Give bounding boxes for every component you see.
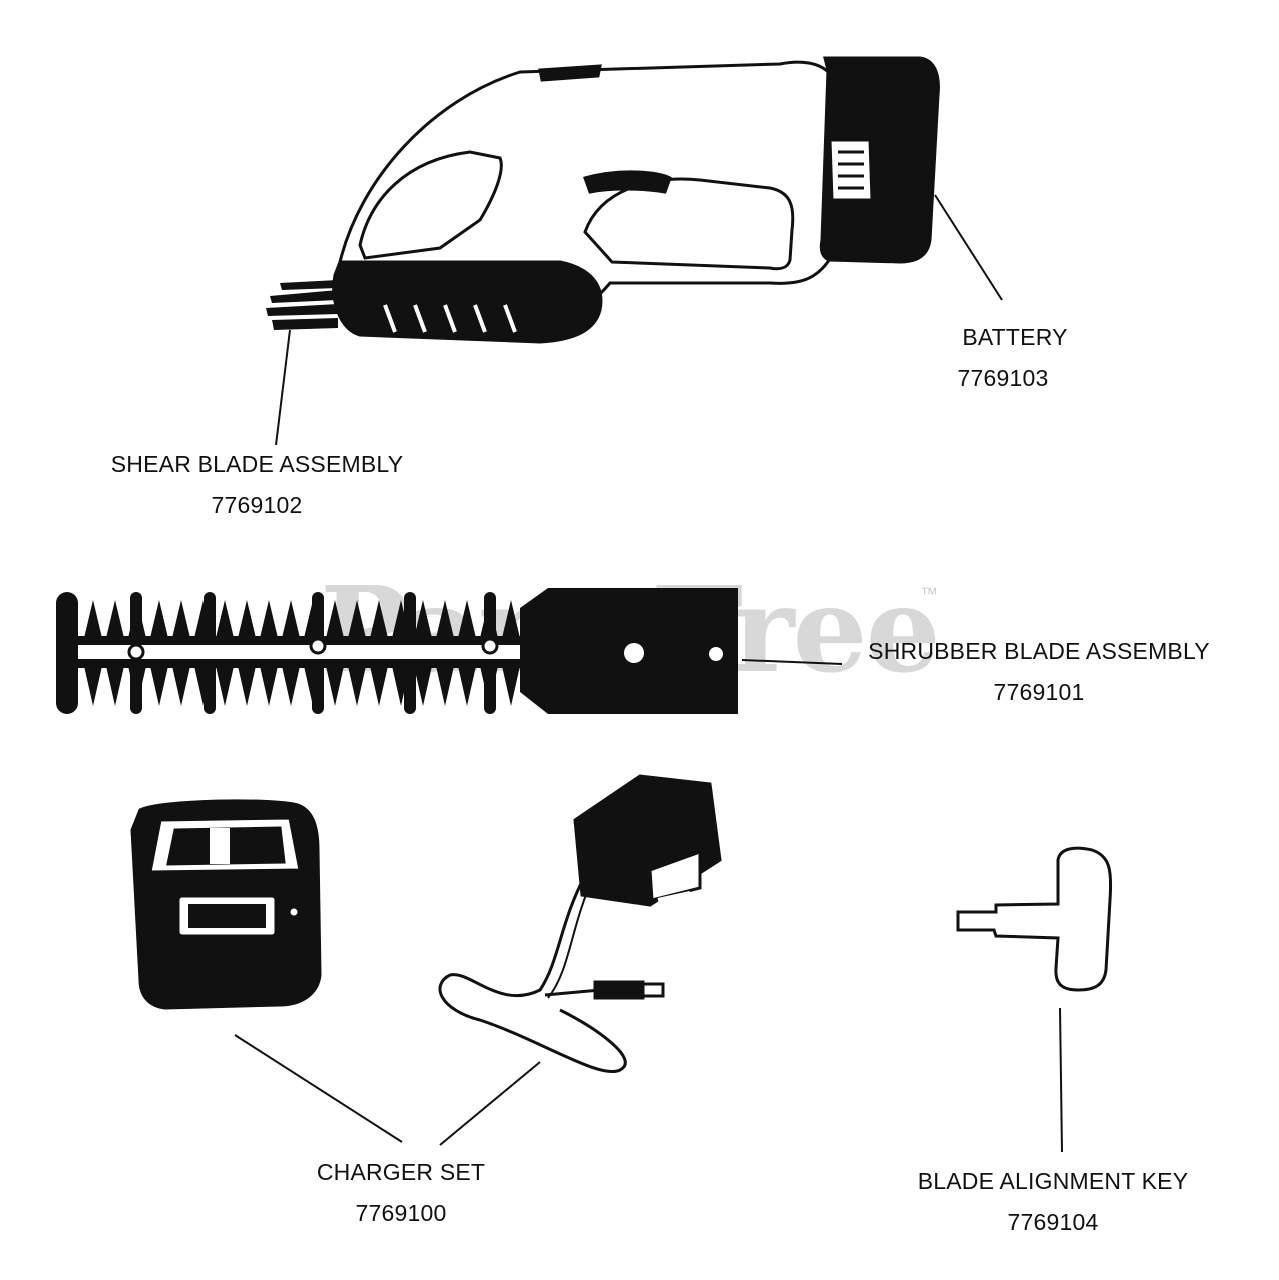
part-name: SHEAR BLADE ASSEMBLY — [110, 451, 404, 477]
shrubber-tooth-bottom — [172, 666, 190, 706]
shrubber-tooth-bottom — [458, 666, 476, 706]
shrubber-tooth-bottom — [84, 666, 102, 706]
shrubber-tooth-top — [150, 600, 168, 638]
shrubber-tooth-bottom — [348, 666, 366, 706]
shrubber-tooth-top — [172, 600, 190, 638]
charger-base-drawing — [130, 799, 322, 1010]
charger-adapter-drawing — [438, 774, 722, 1073]
shear-blade-leader — [275, 329, 291, 446]
shrubber-tooth-top — [282, 600, 300, 638]
part-name: BLADE ALIGNMENT KEY — [917, 1168, 1189, 1194]
shrubber-tooth-bottom — [216, 666, 234, 706]
shrubber-tooth-top — [436, 600, 454, 638]
shrubber-tooth-top — [370, 600, 388, 638]
shrubber-tooth-top — [348, 600, 366, 638]
alignment-key-leader — [1059, 1007, 1063, 1153]
shrubber-tooth-bottom — [282, 666, 300, 706]
part-name: CHARGER SET — [316, 1159, 486, 1185]
alignment-key-drawing — [956, 846, 1113, 992]
shrubber-tooth-top — [414, 600, 432, 638]
shrubber-tooth-bottom — [436, 666, 454, 706]
part-number: 7769103 — [957, 365, 1049, 391]
shrubber-tooth-bottom — [370, 666, 388, 706]
shrubber-tooth-bottom — [326, 666, 344, 706]
part-label-battery: BATTERY 7769103 — [940, 323, 1090, 392]
shrubber-tooth-bottom — [150, 666, 168, 706]
part-label-shear-blade-assembly: SHEAR BLADE ASSEMBLY 7769102 — [92, 450, 422, 519]
part-label-charger-set: CHARGER SET 7769100 — [296, 1158, 506, 1227]
shrubber-tooth-bottom — [238, 666, 256, 706]
shear-tool-drawing — [266, 56, 940, 344]
battery-leader — [934, 194, 1003, 301]
shrubber-tooth-bottom — [414, 666, 432, 706]
part-number: 7769104 — [1007, 1209, 1099, 1235]
part-number: 7769101 — [993, 679, 1085, 705]
shrubber-tooth-top — [84, 600, 102, 638]
part-label-blade-alignment-key: BLADE ALIGNMENT KEY 7769104 — [898, 1167, 1208, 1236]
part-number: 7769100 — [355, 1200, 447, 1226]
shrubber-tooth-top — [260, 600, 278, 638]
shrubber-tooth-top — [326, 600, 344, 638]
shrubber-blade-drawing — [56, 588, 738, 714]
shrubber-tooth-top — [106, 600, 124, 638]
charger-base-leader — [234, 1034, 403, 1143]
charger-cord-leader — [439, 1061, 541, 1146]
shrubber-tooth-bottom — [502, 666, 520, 706]
shrubber-tooth-top — [502, 600, 520, 638]
shrubber-tooth-bottom — [106, 666, 124, 706]
part-label-shrubber-blade-assembly: SHRUBBER BLADE ASSEMBLY 7769101 — [846, 637, 1232, 706]
shrubber-tooth-top — [238, 600, 256, 638]
trademark-symbol: ™ — [920, 584, 938, 604]
shrubber-tooth-top — [458, 600, 476, 638]
shrubber-tooth-bottom — [260, 666, 278, 706]
shrubber-tooth-top — [216, 600, 234, 638]
part-name: SHRUBBER BLADE ASSEMBLY — [868, 638, 1210, 664]
part-name: BATTERY — [962, 324, 1068, 350]
part-number: 7769102 — [211, 492, 303, 518]
shrubber-blade-leader — [741, 659, 843, 665]
